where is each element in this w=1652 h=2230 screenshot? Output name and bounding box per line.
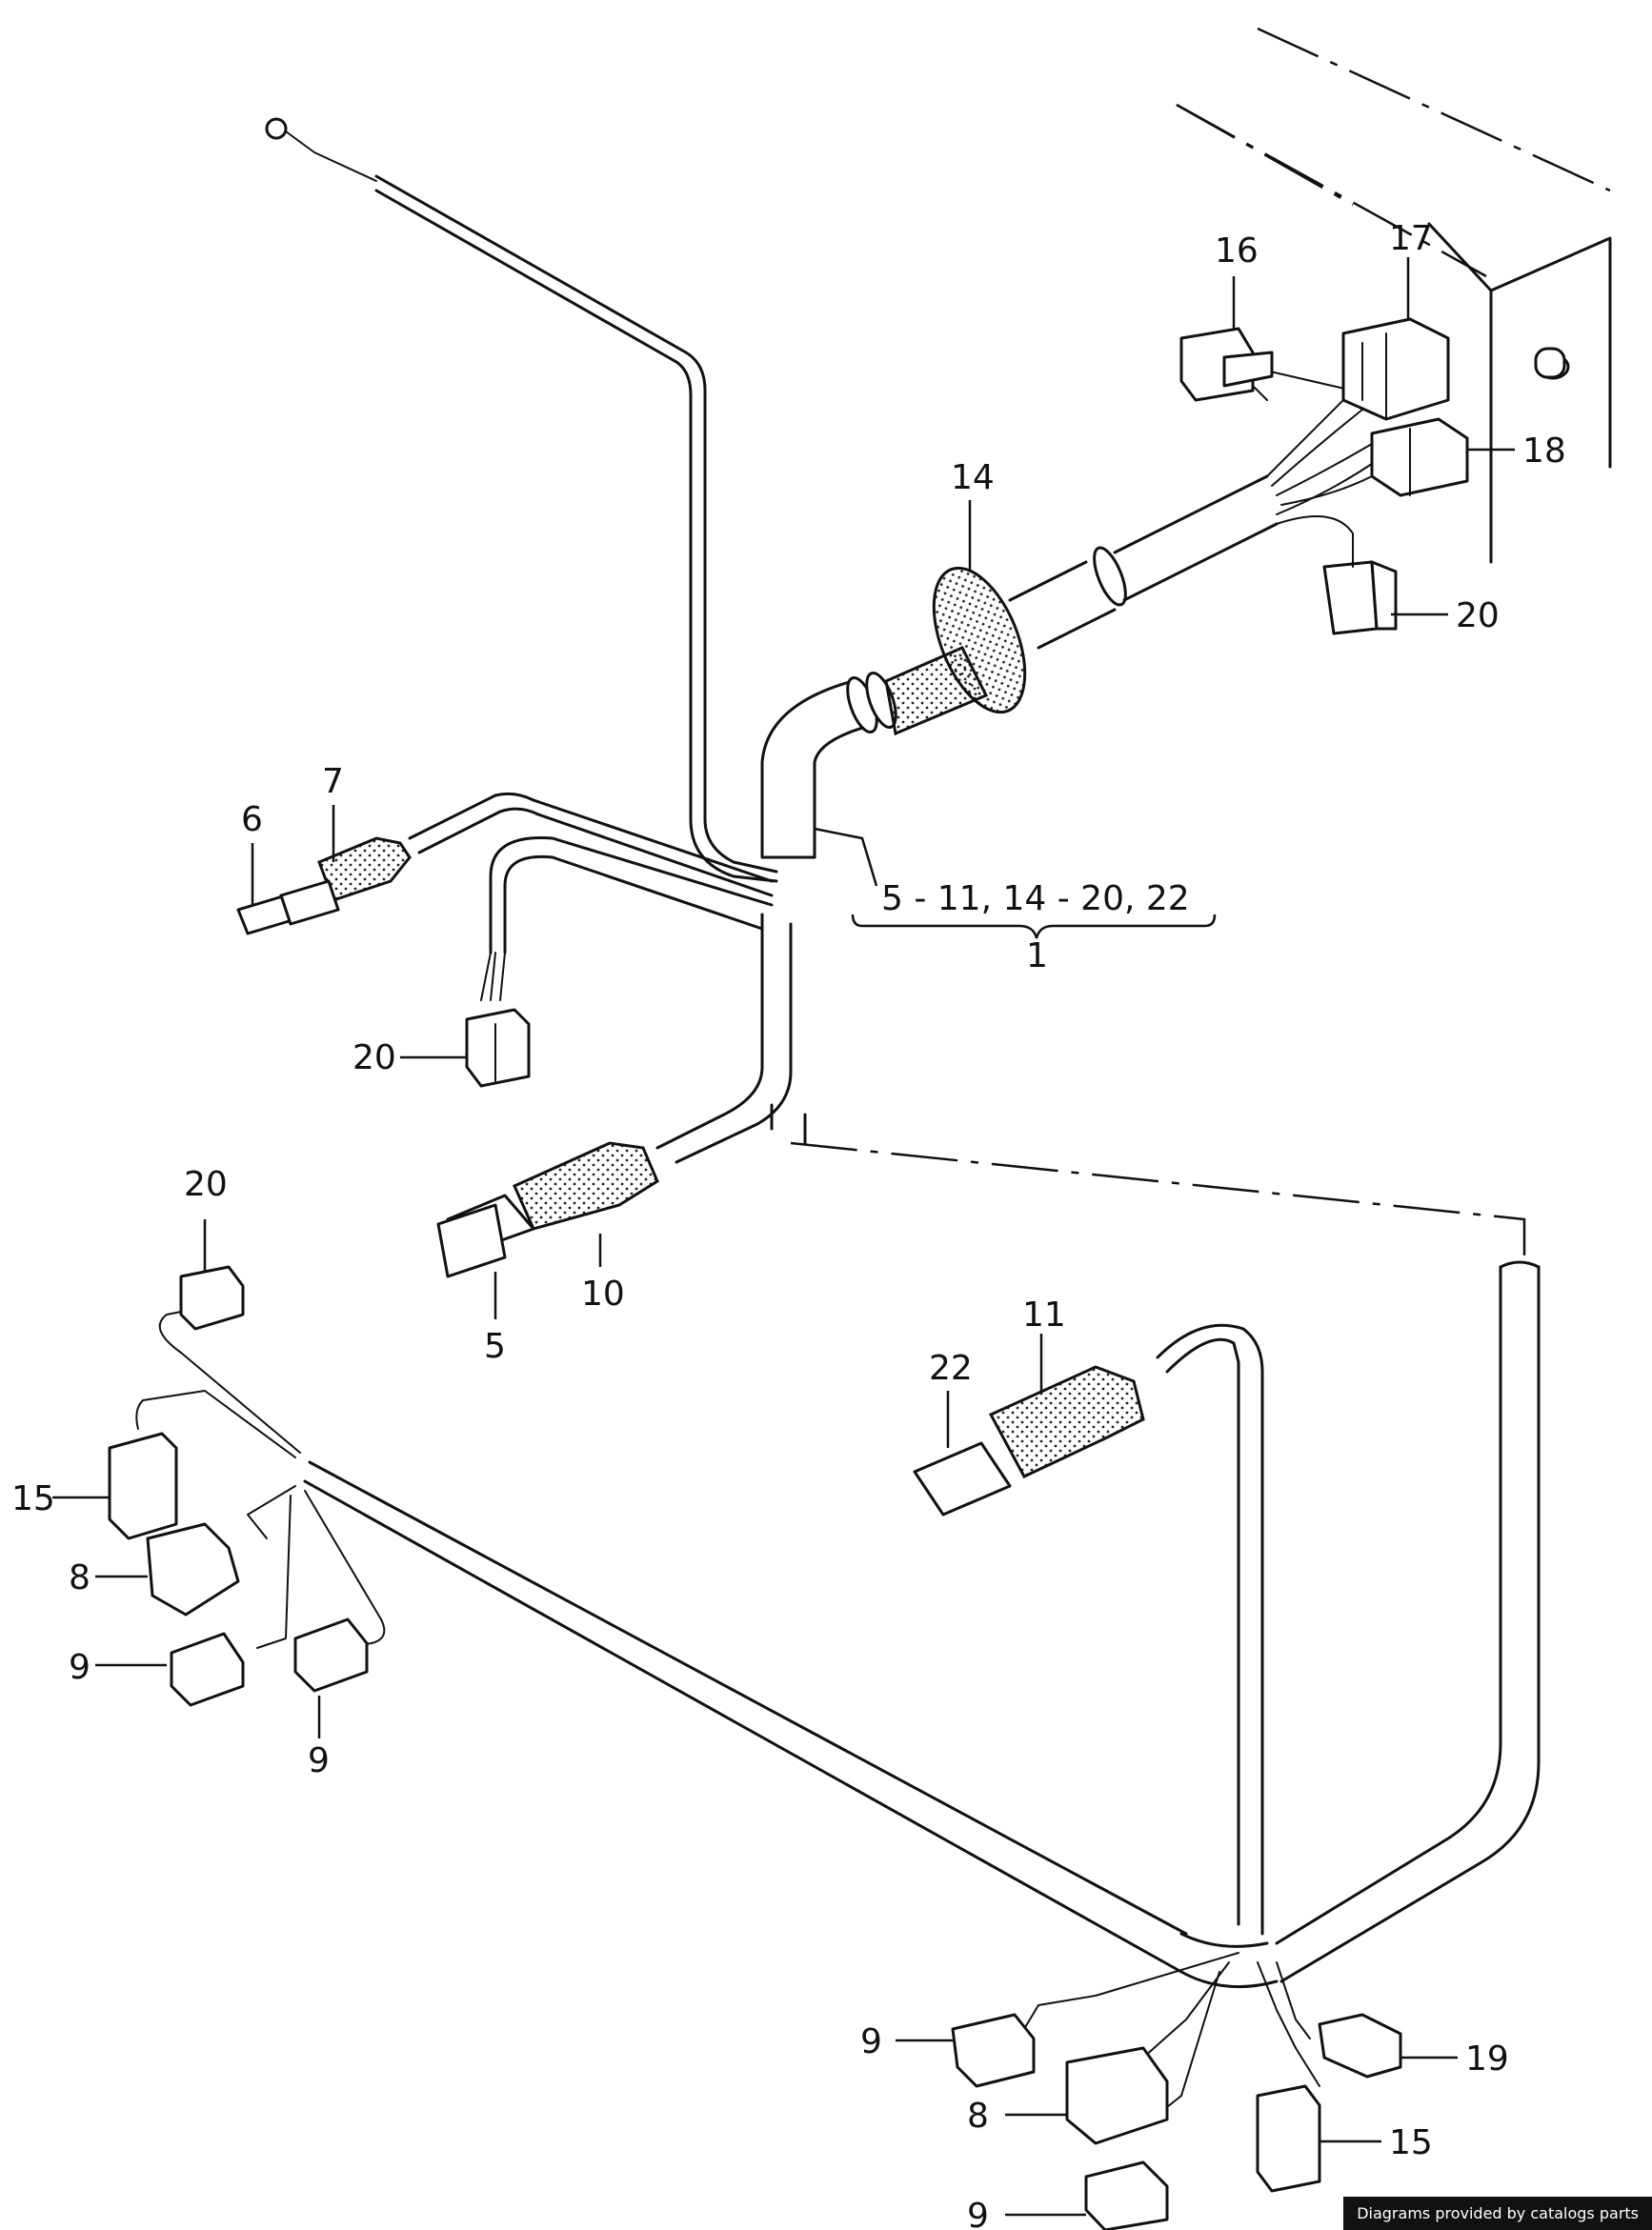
callouts: 16 17 18 20 14 7 6 20 5 - 11, 14 - 20, 2…	[11, 219, 1566, 2230]
callout-6: 6	[241, 800, 263, 839]
callout-5: 5	[484, 1327, 506, 1366]
connector-7	[236, 792, 774, 935]
callout-17: 17	[1389, 219, 1433, 258]
ring-terminal-icon	[265, 117, 288, 140]
bottom-connector-cluster	[951, 1952, 1402, 2230]
connector-11	[913, 1365, 1145, 1517]
lower-trunk	[303, 1103, 1541, 1989]
connector-5	[436, 1203, 507, 1278]
leader-lines	[52, 257, 1515, 2217]
callout-group-id: 1	[1026, 936, 1048, 975]
callout-15-bottom: 15	[1389, 2123, 1433, 2162]
callout-group-range: 5 - 11, 14 - 20, 22	[881, 879, 1190, 918]
callout-20-left: 20	[184, 1165, 228, 1204]
ground-wire	[265, 117, 778, 883]
callout-9-bottom: 9	[860, 2022, 882, 2061]
callout-14: 14	[951, 458, 995, 497]
callout-9-bottom-lower: 9	[967, 2197, 989, 2230]
callout-8-bottom: 8	[967, 2097, 989, 2136]
callout-7: 7	[322, 762, 344, 801]
callout-20-top: 20	[1456, 596, 1500, 635]
connector-16	[1179, 327, 1274, 402]
callout-10: 10	[581, 1275, 625, 1314]
callout-15-left: 15	[11, 1479, 55, 1518]
callout-11: 11	[1022, 1296, 1066, 1335]
main-trunk	[760, 361, 1382, 859]
callout-9-left: 9	[69, 1648, 91, 1687]
connector-20-middle	[465, 836, 774, 1088]
panel-outline	[1176, 27, 1612, 564]
callout-22: 22	[929, 1349, 973, 1388]
callout-16: 16	[1215, 231, 1259, 271]
connector-10-branch	[436, 913, 793, 1278]
footer-credit: Diagrams provided by catalogs parts	[1343, 2197, 1652, 2230]
callout-18: 18	[1522, 432, 1566, 471]
callout-9-left-lower: 9	[308, 1741, 330, 1780]
grommet-14	[932, 566, 1027, 714]
left-connector-cluster	[108, 1265, 386, 1707]
connector-18	[1370, 417, 1469, 497]
connector-17	[1341, 317, 1450, 421]
callout-8-left: 8	[69, 1558, 91, 1597]
callout-19: 19	[1465, 2039, 1509, 2079]
connector-22	[913, 1441, 1012, 1517]
connector-20-top	[1322, 532, 1398, 635]
callout-20-middle: 20	[353, 1038, 396, 1077]
